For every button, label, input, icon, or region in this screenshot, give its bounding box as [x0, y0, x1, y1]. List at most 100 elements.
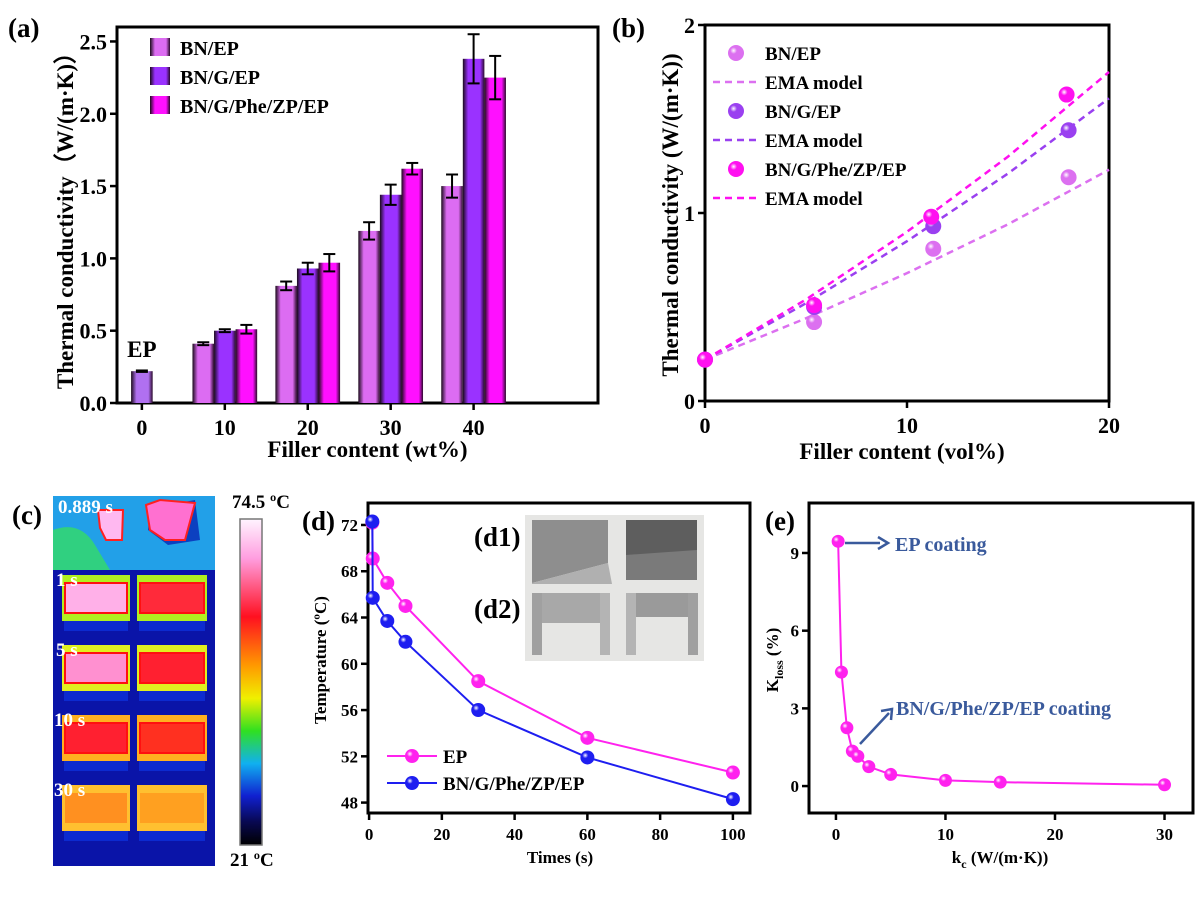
panel-label-e: (e)	[765, 506, 795, 536]
legend-swatch	[150, 67, 170, 85]
y-tick-label: 64	[341, 609, 359, 628]
bar-bn-ep	[275, 285, 297, 403]
y-tick-label: 2	[684, 13, 695, 38]
data-point	[862, 760, 876, 774]
thermal-tray-surface	[139, 652, 205, 684]
bar-bn-g-phe-zp-ep	[401, 168, 424, 403]
thermal-time-label: 1 s	[56, 570, 78, 591]
legend-label: BN/G/Phe/ZP/EP	[180, 96, 329, 118]
data-point	[365, 590, 380, 605]
inset-photo: (d1) (d2)	[474, 515, 704, 661]
annotation-ep-coating: EP coating	[895, 534, 987, 556]
y-axis-title: Kloss (%)	[763, 628, 786, 693]
panel-label-a: (a)	[8, 13, 39, 43]
y-axis-title: Thermal conductivity（W/(m·K)）	[52, 41, 78, 389]
thermal-hot-spot	[144, 498, 197, 541]
y-tick-label: 3	[791, 699, 800, 718]
x-axis-title: kc (W/(m·K))	[952, 848, 1048, 871]
panel-label-b: (b)	[612, 13, 645, 43]
ema-model-line	[704, 71, 1110, 361]
data-point	[725, 792, 740, 807]
x-tick-label: 10	[214, 415, 236, 440]
x-tick-label: 20	[1098, 413, 1120, 438]
panel-label-d: (d)	[302, 506, 335, 536]
thermal-tray-side	[64, 621, 128, 631]
thermal-tray-surface	[64, 582, 128, 614]
thermal-image-panel: 0.889 s 1 s 5 s 10 s 30 s 74.5 ºC 21 ºC	[53, 492, 290, 871]
temperature-colorbar	[239, 518, 263, 846]
legend-label: BN/G/EP	[765, 102, 841, 123]
legend-label: EMA model	[765, 131, 863, 152]
data-point	[380, 575, 395, 590]
y-tick-label: 60	[341, 655, 358, 674]
thermal-tray-side	[64, 691, 128, 701]
data-point	[1158, 778, 1172, 792]
bar-bn-g-ep	[379, 194, 402, 403]
legend-label: EP	[443, 747, 468, 768]
arrow-head-icon	[880, 707, 894, 721]
legend-label: BN/G/Phe/ZP/EP	[443, 774, 585, 795]
legend-label: EMA model	[765, 73, 863, 94]
y-tick-label: 56	[341, 701, 358, 720]
thermal-hot-spot	[96, 509, 125, 541]
legend-marker	[728, 45, 744, 61]
x-tick-label: 0	[700, 413, 711, 438]
x-tick-label: 30	[380, 415, 402, 440]
data-point	[580, 730, 595, 745]
coated-tray-ep	[532, 520, 608, 583]
legend-marker	[728, 103, 744, 119]
bar-bn-ep	[358, 230, 380, 403]
data-point	[471, 703, 486, 718]
ema-model-line	[704, 97, 1110, 361]
tray-side	[626, 593, 636, 655]
bar-bn-ep	[441, 186, 463, 403]
data-point	[697, 351, 713, 368]
data-point	[398, 634, 413, 649]
thermal-tray-side	[139, 831, 205, 841]
x-axis-title-rest: (W/(m·K))	[967, 848, 1049, 867]
legend-marker	[405, 776, 419, 790]
data-point	[993, 775, 1007, 789]
bar-bn-g-phe-zp-ep	[484, 77, 506, 403]
legend-swatch	[150, 38, 170, 56]
legend-label: BN/G/EP	[180, 67, 260, 89]
thermal-tray-surface	[64, 652, 128, 684]
y-tick-label: 0	[684, 389, 695, 414]
thermal-tray-side	[139, 691, 205, 701]
thermal-tray-side	[139, 621, 205, 631]
panel-label-c: (c)	[12, 500, 42, 530]
data-point	[398, 598, 413, 613]
legend-label: BN/EP	[180, 38, 239, 60]
thermal-tray-side	[64, 761, 128, 771]
colorbar-max-label: 74.5 ºC	[232, 492, 290, 513]
data-point	[840, 721, 854, 735]
y-tick-label: 0	[791, 777, 800, 796]
plot-frame-a	[115, 25, 600, 405]
data-point	[831, 534, 845, 548]
x-axis-title: Filler content (vol%)	[799, 439, 1004, 464]
y-axis-title-rest: (%)	[763, 628, 782, 661]
tray-side	[532, 593, 542, 655]
data-point	[925, 240, 942, 257]
legend-label: BN/G/Phe/ZP/EP	[765, 160, 907, 181]
legend-label: EMA model	[765, 189, 863, 210]
y-axis-title: Thermal conductivity (W/(m·K))	[658, 53, 683, 376]
data-point	[923, 208, 940, 225]
coated-tray-ep	[532, 563, 612, 584]
y-tick-label: 2.5	[80, 29, 108, 54]
plot-frame-d	[366, 501, 752, 815]
x-tick-label: 40	[463, 415, 485, 440]
data-point	[834, 665, 848, 679]
bar-bn-g-ep	[214, 330, 236, 403]
x-axis-title: Times (s)	[527, 848, 593, 867]
thermal-tray-surface	[64, 722, 128, 754]
data-point	[851, 749, 865, 763]
data-point	[806, 314, 823, 331]
thermal-tray-surface	[140, 793, 204, 823]
inset-label-d2: (d2)	[474, 594, 521, 624]
bar-bn-g-ep	[462, 58, 485, 404]
annotation-composite-coating: BN/G/Phe/ZP/EP coating	[896, 698, 1111, 720]
data-point	[938, 773, 952, 787]
